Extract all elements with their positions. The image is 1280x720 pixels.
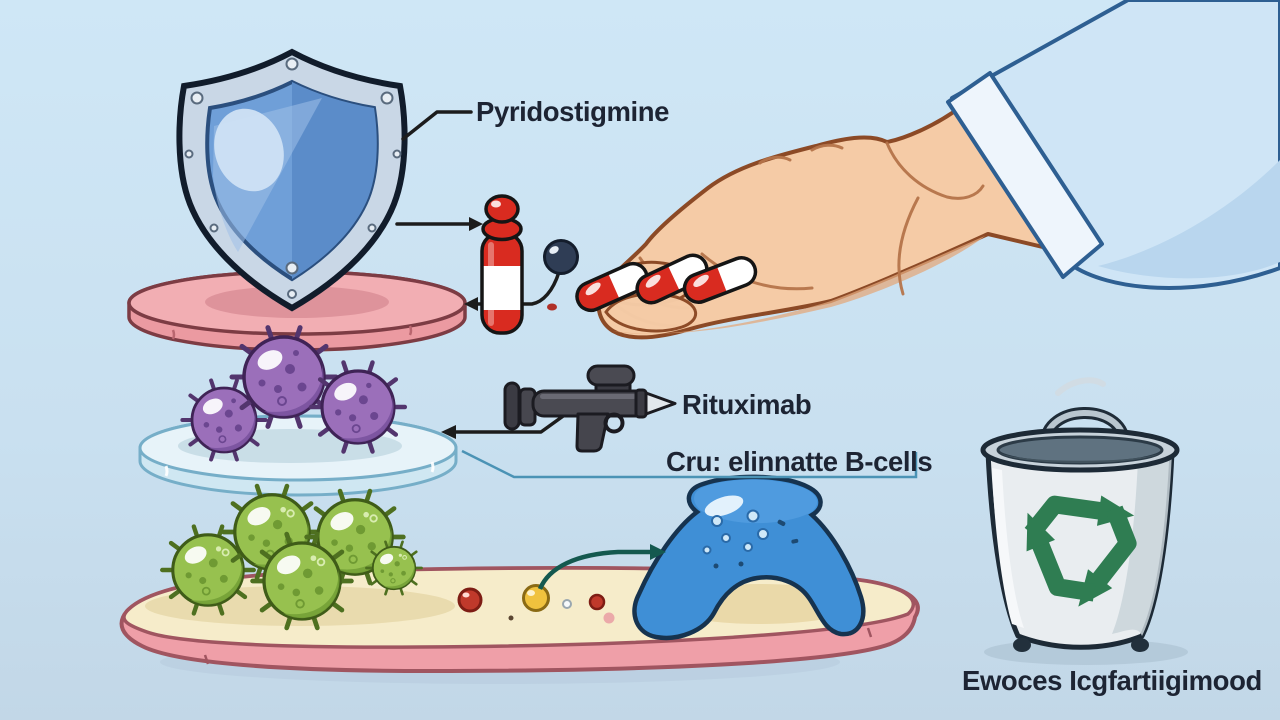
red-sphere	[457, 587, 483, 613]
bottle-label-band	[483, 266, 521, 310]
finger-lower	[604, 292, 697, 333]
blob-dark-marks	[713, 519, 799, 569]
glass-disc-shine	[164, 461, 435, 477]
yellow-sphere-highlight	[527, 590, 535, 596]
arrowhead-to-glass-disc	[441, 425, 456, 439]
navy-sphere-icon	[543, 239, 579, 275]
gun-scope	[586, 364, 636, 387]
sleeve-cuff	[946, 71, 1104, 279]
white-ring-dot	[562, 599, 572, 609]
eliminate-b-cells-label: Cru: elinnatte B-cells	[666, 446, 932, 477]
bin-body-highlight	[992, 468, 1024, 628]
pink-disc-nick	[171, 325, 413, 340]
annotation-lines	[395, 110, 568, 434]
small-red-dot	[588, 593, 606, 611]
pill-bottle-icon	[480, 194, 524, 335]
bin-body-shade	[1112, 452, 1172, 636]
navy-sphere-highlight	[549, 246, 559, 254]
rituximab-label: Rituximab	[682, 389, 811, 420]
bottle-body-shine	[488, 242, 494, 326]
teal-arrowhead	[650, 544, 666, 560]
shield-face-right-shade	[292, 82, 377, 279]
teal-arrow-line	[537, 549, 650, 590]
pyridostigmine-leader-line	[401, 110, 473, 141]
bottle-cap-shine	[491, 200, 501, 208]
eliminate-bracket-line	[461, 449, 918, 479]
bin-foot	[1131, 638, 1149, 652]
red-sphere-highlight	[462, 592, 470, 598]
arrowhead-to-pink-disc	[464, 297, 478, 311]
blob-highlight	[704, 495, 744, 517]
arrowhead-to-bottle	[469, 217, 483, 231]
bottom-caption-label: Ewoces Icgfartiigimood	[962, 665, 1262, 696]
b-cell-blob-icon	[632, 474, 866, 641]
bottle-cap-knob	[484, 194, 520, 224]
bin-opening-shade	[1000, 453, 1160, 464]
blaster-gun-icon	[503, 364, 677, 453]
pink-dot	[603, 612, 615, 624]
dark-speck	[508, 615, 514, 621]
gun-barrel-highlight	[540, 394, 636, 399]
sleeve-shade	[1098, 160, 1280, 279]
yellow-sphere	[522, 584, 550, 612]
shield-rivets	[184, 57, 402, 299]
teal-arrow	[537, 544, 666, 590]
bin-swoosh	[1055, 377, 1106, 396]
gun-silver-tip	[644, 391, 677, 416]
pyridostigmine-label: Pyridostigmine	[476, 96, 669, 127]
sphere-leader-line	[476, 270, 561, 306]
glass-disc	[138, 414, 458, 497]
shield-icon	[176, 48, 408, 312]
blob-body	[632, 474, 866, 641]
gun-trigger-guard	[603, 412, 625, 434]
hand-illustration	[570, 0, 1280, 340]
molecule-dots	[457, 584, 615, 624]
gun-leader-line	[454, 412, 568, 434]
bin-foot	[1013, 638, 1031, 652]
gun-stock	[503, 381, 521, 431]
platform-edge-nick	[203, 627, 873, 665]
gun-grip	[575, 412, 610, 453]
tiny-red-pill-dot	[547, 303, 557, 311]
shield-highlight	[214, 108, 284, 192]
blob-droplets	[702, 509, 769, 555]
trash-bin-icon	[980, 377, 1180, 652]
